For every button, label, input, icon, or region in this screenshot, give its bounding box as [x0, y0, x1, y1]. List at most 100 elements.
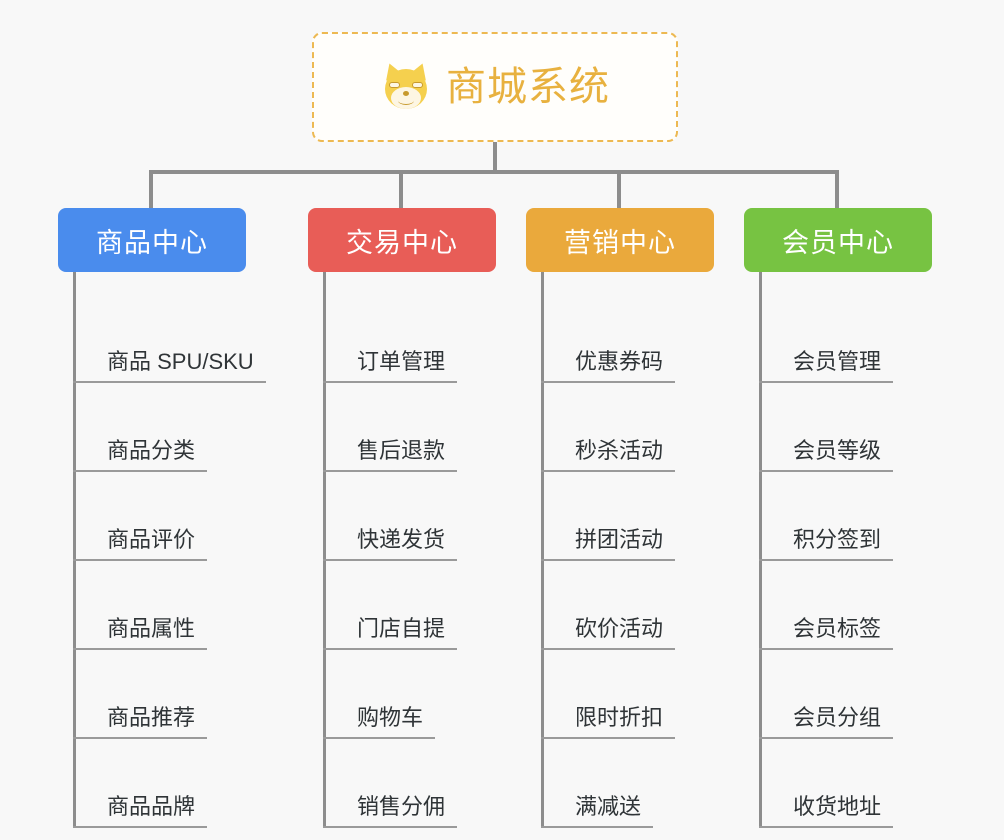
- list-item[interactable]: 限时折扣: [541, 650, 714, 739]
- connector-root-stem: [493, 142, 497, 172]
- leaf-label: 商品分类: [107, 438, 196, 463]
- leaf-underline: [759, 559, 893, 561]
- list-item[interactable]: 会员标签: [759, 561, 932, 650]
- leaf-underline: [541, 470, 675, 472]
- leaf-underline: [323, 737, 435, 739]
- leaf-underline: [759, 737, 893, 739]
- list-item[interactable]: 积分签到: [759, 472, 932, 561]
- leaf-label: 商品 SPU/SKU: [107, 349, 254, 374]
- leaf-label: 销售分佣: [357, 794, 446, 819]
- list-item[interactable]: 收货地址: [759, 739, 932, 828]
- branch-column-4: 会员中心 会员管理 会员等级 积分签到 会员标签 会员分组: [744, 208, 932, 828]
- leaf-label: 满减送: [575, 794, 642, 819]
- trunk-line-3: [541, 272, 544, 828]
- leaf-underline: [73, 381, 266, 383]
- leaf-label: 商品推荐: [107, 705, 196, 730]
- leaf-underline: [323, 559, 457, 561]
- list-item[interactable]: 拼团活动: [541, 472, 714, 561]
- leaf-label: 商品品牌: [107, 794, 196, 819]
- leaf-label: 会员标签: [793, 616, 882, 641]
- list-item[interactable]: 购物车: [323, 650, 496, 739]
- connector-drop-1: [149, 170, 153, 210]
- leaf-underline: [541, 559, 675, 561]
- leaf-underline: [73, 470, 207, 472]
- shiba-dog-face-icon: [380, 60, 432, 113]
- leaf-label: 会员等级: [793, 438, 882, 463]
- leaf-label: 购物车: [357, 705, 424, 730]
- leaf-label: 积分签到: [793, 527, 882, 552]
- list-item[interactable]: 会员等级: [759, 383, 932, 472]
- list-item[interactable]: 商品分类: [73, 383, 254, 472]
- branch-column-1: 商品中心 商品 SPU/SKU 商品分类 商品评价 商品属性 商品推荐: [58, 208, 266, 828]
- category-header-3[interactable]: 营销中心: [526, 208, 714, 272]
- leaf-underline: [73, 737, 207, 739]
- list-item[interactable]: 商品属性: [73, 561, 254, 650]
- connector-drop-3: [617, 170, 621, 210]
- trunk-line-4: [759, 272, 762, 828]
- leaf-underline: [73, 559, 207, 561]
- category-header-label: 会员中心: [782, 227, 894, 258]
- branch-column-3: 营销中心 优惠券码 秒杀活动 拼团活动 砍价活动 限时折扣: [526, 208, 714, 828]
- leaf-underline: [759, 470, 893, 472]
- list-item[interactable]: 会员管理: [759, 294, 932, 383]
- leaf-label: 收货地址: [793, 794, 882, 819]
- list-item[interactable]: 满减送: [541, 739, 714, 828]
- leaf-underline: [323, 648, 457, 650]
- children-list-3: 优惠券码 秒杀活动 拼团活动 砍价活动 限时折扣 满减送: [541, 272, 714, 828]
- leaf-label: 售后退款: [357, 438, 446, 463]
- branch-column-2: 交易中心 订单管理 售后退款 快递发货 门店自提 购物车: [308, 208, 496, 828]
- leaf-label: 拼团活动: [575, 527, 664, 552]
- list-item[interactable]: 售后退款: [323, 383, 496, 472]
- leaf-underline: [541, 648, 675, 650]
- trunk-line-2: [323, 272, 326, 828]
- leaf-label: 门店自提: [357, 616, 446, 641]
- leaf-label: 商品评价: [107, 527, 196, 552]
- connector-drop-4: [835, 170, 839, 210]
- leaf-underline: [323, 826, 457, 828]
- category-header-label: 商品中心: [96, 227, 208, 258]
- list-item[interactable]: 商品 SPU/SKU: [73, 294, 266, 383]
- connector-horizontal-bus: [149, 170, 839, 174]
- list-item[interactable]: 优惠券码: [541, 294, 714, 383]
- leaf-underline: [759, 826, 893, 828]
- category-header-label: 交易中心: [346, 227, 458, 258]
- root-title: 商城系统: [446, 65, 610, 109]
- root-node[interactable]: 商城系统: [312, 32, 678, 142]
- leaf-underline: [73, 648, 207, 650]
- trunk-line-1: [73, 272, 76, 828]
- leaf-label: 快递发货: [357, 527, 446, 552]
- leaf-label: 会员管理: [793, 349, 882, 374]
- list-item[interactable]: 砍价活动: [541, 561, 714, 650]
- children-list-4: 会员管理 会员等级 积分签到 会员标签 会员分组 收货地址: [759, 272, 932, 828]
- list-item[interactable]: 会员分组: [759, 650, 932, 739]
- leaf-underline: [541, 737, 675, 739]
- leaf-underline: [759, 648, 893, 650]
- children-list-2: 订单管理 售后退款 快递发货 门店自提 购物车 销售分佣: [323, 272, 496, 828]
- leaf-label: 砍价活动: [575, 616, 664, 641]
- category-header-2[interactable]: 交易中心: [308, 208, 496, 272]
- category-header-label: 营销中心: [564, 227, 676, 258]
- leaf-label: 限时折扣: [575, 705, 664, 730]
- children-list-1: 商品 SPU/SKU 商品分类 商品评价 商品属性 商品推荐 商品品牌: [73, 272, 266, 828]
- list-item[interactable]: 订单管理: [323, 294, 496, 383]
- list-item[interactable]: 销售分佣: [323, 739, 496, 828]
- leaf-label: 秒杀活动: [575, 438, 664, 463]
- leaf-label: 优惠券码: [575, 349, 664, 374]
- category-header-4[interactable]: 会员中心: [744, 208, 932, 272]
- leaf-underline: [541, 826, 653, 828]
- list-item[interactable]: 商品评价: [73, 472, 254, 561]
- list-item[interactable]: 商品品牌: [73, 739, 254, 828]
- leaf-underline: [323, 381, 457, 383]
- leaf-label: 订单管理: [357, 349, 446, 374]
- list-item[interactable]: 快递发货: [323, 472, 496, 561]
- list-item[interactable]: 门店自提: [323, 561, 496, 650]
- list-item[interactable]: 商品推荐: [73, 650, 254, 739]
- leaf-label: 会员分组: [793, 705, 882, 730]
- category-header-1[interactable]: 商品中心: [58, 208, 246, 272]
- connector-drop-2: [399, 170, 403, 210]
- leaf-label: 商品属性: [107, 616, 196, 641]
- leaf-underline: [541, 381, 675, 383]
- list-item[interactable]: 秒杀活动: [541, 383, 714, 472]
- leaf-underline: [759, 381, 893, 383]
